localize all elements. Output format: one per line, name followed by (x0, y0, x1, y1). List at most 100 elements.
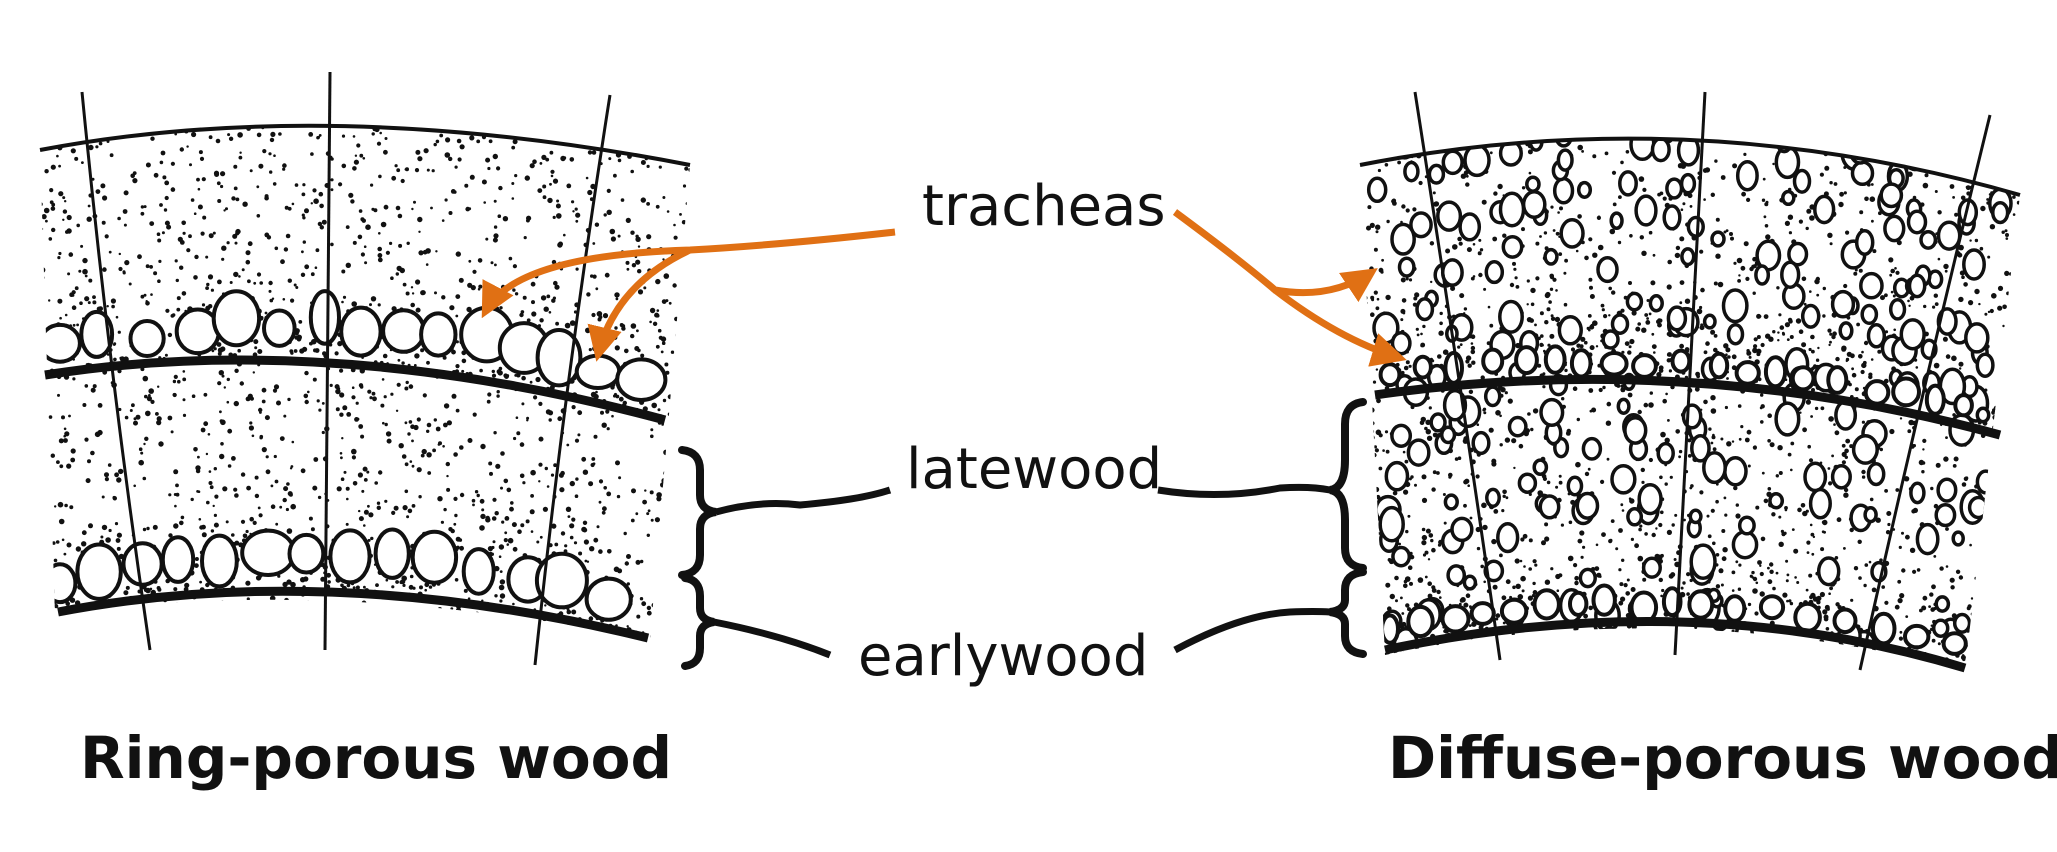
stipple-dot (2000, 408, 2005, 412)
stipple-dot (410, 286, 414, 289)
stipple-dot (1995, 176, 1999, 180)
stipple-dot (1984, 660, 1989, 665)
stipple-dot (553, 463, 557, 468)
stipple-dot (678, 620, 685, 626)
stipple-dot (1974, 238, 1979, 243)
stipple-dot (643, 105, 648, 110)
stipple-dot (222, 486, 228, 492)
small-vessel (1906, 209, 1928, 235)
small-vessel (1427, 163, 1446, 185)
stipple-dot (1715, 253, 1721, 259)
small-vessel (1446, 564, 1467, 587)
stipple-dot (1620, 666, 1625, 670)
stipple-dot (1814, 101, 1818, 105)
stipple-dot (1499, 414, 1502, 418)
stipple-dot (1376, 106, 1379, 109)
stipple-dot (481, 179, 487, 185)
stipple-dot (1482, 407, 1487, 411)
stipple-dot (220, 171, 226, 177)
stipple-dot (1550, 314, 1554, 318)
stipple-dot (231, 196, 236, 201)
stipple-dot (239, 151, 242, 154)
stipple-dot (454, 165, 458, 169)
stipple-dot (1816, 600, 1821, 605)
stipple-dot (351, 386, 355, 390)
stipple-dot (1545, 664, 1551, 670)
stipple-dot (1748, 644, 1753, 649)
stipple-dot (1790, 468, 1793, 472)
left-ray-2 (323, 71, 332, 651)
stipple-dot (195, 465, 201, 471)
stipple-dot (1587, 314, 1592, 318)
stipple-dot (1380, 270, 1384, 274)
stipple-dot (405, 291, 410, 296)
small-vessel (1934, 595, 1951, 613)
stipple-dot (1765, 200, 1769, 204)
small-vessel (1931, 618, 1950, 638)
stipple-dot (669, 633, 673, 637)
stipple-dot (683, 361, 686, 365)
stipple-dot (397, 358, 401, 362)
stipple-dot (1409, 126, 1415, 132)
stipple-dot (1811, 552, 1815, 556)
stipple-dot (1638, 176, 1645, 182)
stipple-dot (693, 623, 697, 627)
stipple-dot (2003, 164, 2008, 169)
stipple-dot (1669, 475, 1673, 479)
stipple-dot (1539, 311, 1544, 316)
stipple-dot (461, 358, 467, 364)
stipple-dot (1521, 227, 1525, 232)
stipple-dot (1890, 290, 1894, 294)
stipple-dot (176, 296, 181, 301)
stipple-dot (644, 489, 647, 492)
stipple-dot (1932, 305, 1936, 309)
stipple-dot (1549, 287, 1554, 291)
stipple-dot (1786, 573, 1790, 577)
stipple-dot (1584, 340, 1588, 345)
stipple-dot (1662, 398, 1667, 404)
stipple-dot (475, 639, 481, 641)
large-vessel (240, 528, 297, 577)
stipple-dot (2002, 324, 2005, 328)
stipple-dot (497, 214, 502, 218)
stipple-dot (1481, 199, 1487, 205)
stipple-dot (362, 466, 368, 472)
small-vessel (1964, 322, 1990, 354)
stipple-dot (68, 414, 71, 418)
stipple-dot (352, 166, 357, 171)
stipple-dot (143, 205, 147, 209)
stipple-dot (276, 400, 281, 406)
stipple-dot (1900, 116, 1904, 120)
stipple-dot (1651, 344, 1657, 349)
stipple-dot (468, 259, 472, 263)
stipple-dot (1555, 289, 1558, 292)
stipple-dot (1481, 502, 1487, 509)
stipple-dot (474, 490, 479, 494)
stipple-dot (662, 196, 666, 199)
stipple-dot (1667, 419, 1670, 422)
stipple-dot (698, 271, 701, 274)
stipple-dot (1363, 556, 1369, 562)
stipple-dot (446, 487, 451, 492)
stipple-dot (1713, 334, 1718, 338)
stipple-dot (1651, 332, 1655, 336)
stipple-dot (500, 486, 503, 490)
small-vessel (1443, 493, 1459, 511)
stipple-dot (148, 388, 154, 394)
stipple-dot (380, 221, 387, 228)
stipple-dot (1433, 201, 1439, 207)
stipple-dot (539, 535, 543, 539)
stipple-dot (525, 620, 532, 627)
stipple-dot (246, 95, 250, 99)
stipple-dot (1370, 421, 1375, 426)
stipple-dot (1588, 237, 1593, 242)
stipple-dot (302, 216, 306, 220)
stipple-dot (664, 362, 669, 367)
stipple-dot (571, 405, 576, 410)
stipple-dot (496, 166, 501, 171)
stipple-dot (1404, 459, 1409, 464)
stipple-dot (552, 178, 559, 184)
large-vessel (534, 551, 589, 610)
stipple-dot (578, 551, 583, 556)
small-vessel (1737, 515, 1756, 536)
